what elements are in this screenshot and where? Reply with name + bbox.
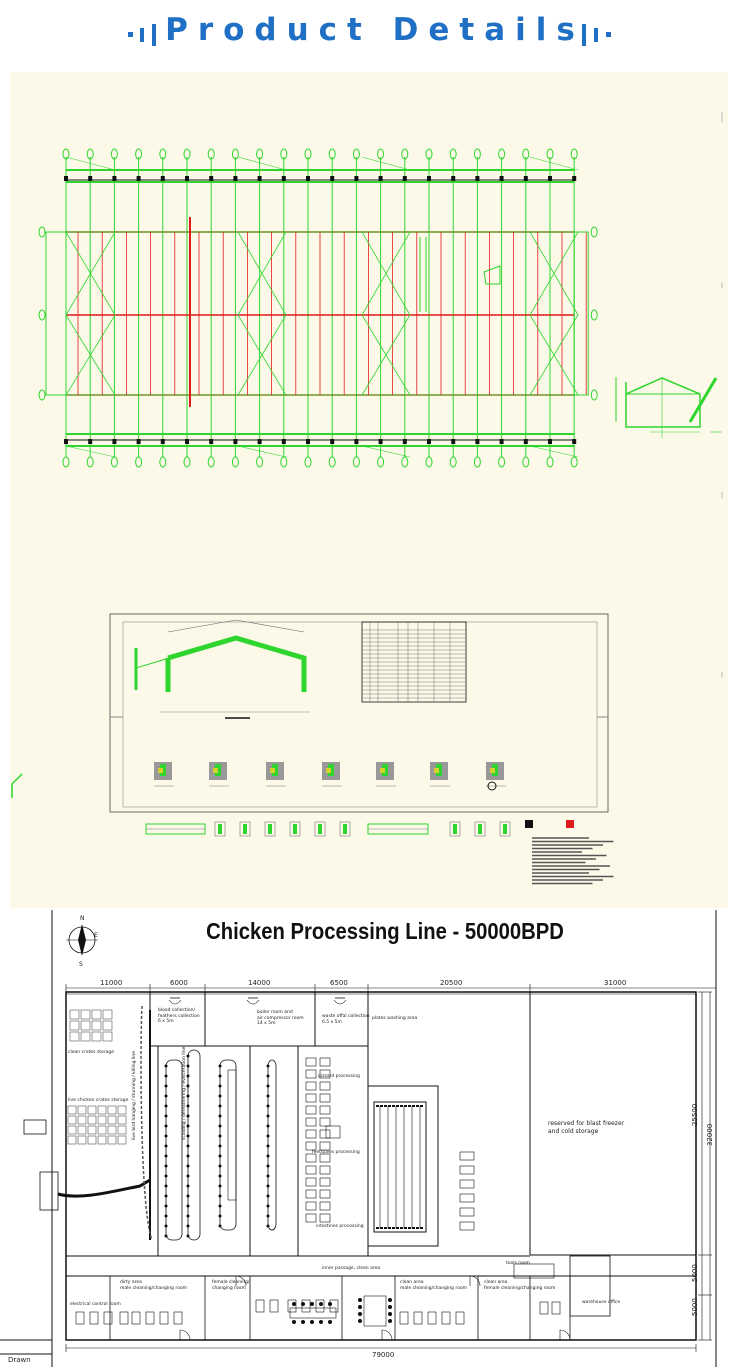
room-female-clean: clean area female cleaning/changing room	[484, 1280, 556, 1291]
dim-11000: 11000	[100, 979, 123, 987]
dim-32000: 32000	[706, 1123, 714, 1146]
line-label-evisceration: scalding / defeathering / evisceration l…	[182, 1046, 187, 1140]
dim-6500: 6500	[330, 979, 348, 987]
drawn-label: Drawn	[8, 1356, 31, 1364]
line-label-killing: live bird hanging / stunning / killing l…	[132, 1050, 137, 1140]
floor-plan-svg	[0, 910, 717, 1367]
room-blood-collection: blood collection/ feathers collection 6 …	[158, 1008, 200, 1024]
room-warehouse-office: warehouse office	[582, 1300, 621, 1305]
room-female-dirty: female cleaning/ changing room	[212, 1280, 250, 1291]
steel-structure-drawing	[10, 72, 728, 908]
room-electrical-control: electrical control room	[70, 1302, 121, 1307]
room-dirty-area: dirty area male cleaning/changing room	[120, 1280, 187, 1291]
plan-title: Chicken Processing Line - 50000BPD	[206, 918, 564, 944]
dim-5000-a: 5000	[691, 1264, 699, 1282]
page-header: Product Details	[0, 0, 750, 72]
dim-31000: 31000	[604, 979, 627, 987]
room-inner-passage: inner passage, clean area	[322, 1266, 381, 1271]
compass-n: N	[80, 915, 85, 922]
compass-s: S	[79, 961, 83, 968]
room-feet-processing: feet/paws processing	[312, 1150, 360, 1155]
title-decoration-left	[128, 24, 168, 48]
dim-20500: 20500	[440, 979, 463, 987]
room-clean-crates: clean crates storage	[68, 1050, 115, 1055]
dim-79000: 79000	[372, 1351, 395, 1359]
dim-14000: 14000	[248, 979, 271, 987]
floor-plan-drawing: Chicken Processing Line - 50000BPD N E S…	[0, 910, 750, 1367]
room-tools: tools room	[506, 1261, 530, 1266]
room-boiler: boiler room and air compressor room 14 x…	[257, 1010, 304, 1026]
dim-25500: 25500	[691, 1103, 699, 1126]
room-waste-offal: waste offal collection 6.5 x 5m	[322, 1014, 370, 1025]
dim-5000-b: 5000	[691, 1298, 699, 1316]
structure-plan-svg	[11, 112, 723, 885]
title-decoration-right	[582, 24, 622, 48]
compass-e: E	[94, 932, 98, 939]
page-title: Product Details	[165, 12, 585, 48]
room-clean-area: clean area male cleaning/changing room	[400, 1280, 467, 1291]
room-intestine-processing: intestines processing	[316, 1224, 364, 1229]
room-giblet-processing: gizzard processing	[318, 1074, 360, 1079]
room-crates-washing: plates washing area	[372, 1016, 418, 1021]
room-live-chicken: live chicken crates storage	[68, 1098, 129, 1103]
room-reserved-storage: reserved for blast freezer and cold stor…	[548, 1120, 625, 1135]
dim-6000: 6000	[170, 979, 188, 987]
